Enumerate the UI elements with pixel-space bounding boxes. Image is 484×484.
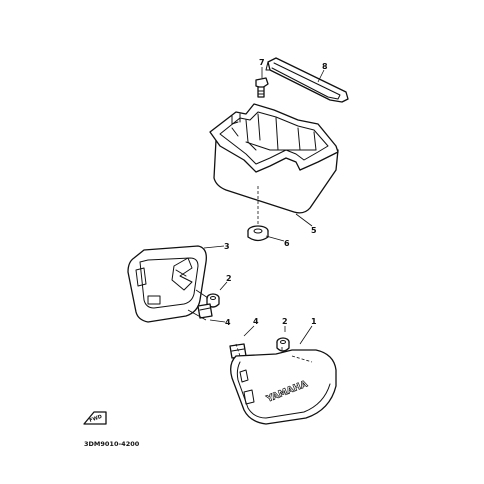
callout-4-upper: 4 xyxy=(225,318,231,327)
battery-damper xyxy=(247,225,269,242)
callout-7: 7 xyxy=(259,58,265,67)
callout-6: 6 xyxy=(284,239,290,248)
fwd-arrow-icon: FWD xyxy=(83,411,107,425)
side-cover-bracket xyxy=(127,245,207,323)
battery-box xyxy=(209,103,339,214)
callout-1: 1 xyxy=(311,317,317,326)
callout-3: 3 xyxy=(224,242,230,251)
clip-upper xyxy=(197,303,213,319)
side-cover: YAMAHA xyxy=(230,349,337,425)
callout-8: 8 xyxy=(322,62,328,71)
callout-numbers: 7 8 5 6 3 2 4 4 2 1 xyxy=(224,58,328,327)
callout-leaders xyxy=(203,67,325,345)
callout-2-upper: 2 xyxy=(226,274,232,283)
fwd-label: FWD xyxy=(89,414,103,424)
side-cover-assembly-lines xyxy=(235,343,313,363)
battery-strap xyxy=(265,57,349,103)
drawing-code: 3DM9010-4200 xyxy=(84,440,140,448)
callout-5: 5 xyxy=(311,226,317,235)
callout-2-lower: 2 xyxy=(282,317,288,326)
grommet-lower xyxy=(276,337,290,352)
callout-4-lower: 4 xyxy=(253,317,259,326)
bracket-leaders xyxy=(187,289,209,321)
bolt xyxy=(255,77,269,98)
